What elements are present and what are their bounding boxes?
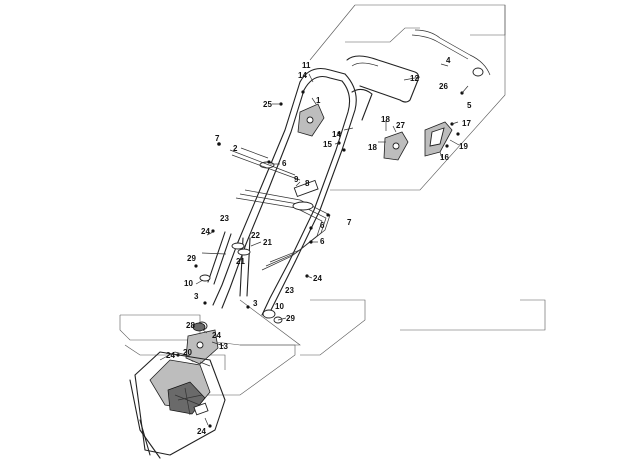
callout-16: 16 [440, 153, 449, 162]
callout-18: 18 [381, 115, 390, 124]
callout-29: 29 [187, 254, 196, 263]
callout-24: 24 [212, 331, 221, 340]
control-bar [346, 55, 420, 103]
callout-25: 25 [263, 100, 272, 109]
bracket-assembly-right [424, 121, 453, 157]
callout-15: 15 [323, 140, 332, 149]
callout-labels: 1 2 3 3 4 5 6 6 6 7 7 8 9 10 10 11 12 13… [166, 56, 472, 436]
callout-7: 7 [215, 134, 220, 143]
assembly-guide-lines [119, 4, 546, 396]
auger-housing [129, 351, 226, 459]
callout-23: 23 [285, 286, 294, 295]
callout-24: 24 [197, 427, 206, 436]
callout-24: 24 [166, 351, 175, 360]
callout-17: 17 [462, 119, 471, 128]
callout-22: 22 [251, 231, 260, 240]
chute-control-plate [185, 322, 219, 365]
callout-14: 14 [332, 130, 341, 139]
callout-28: 28 [186, 321, 195, 330]
callout-29: 29 [286, 314, 295, 323]
callout-5: 5 [467, 101, 472, 110]
callout-9: 9 [294, 175, 299, 184]
callout-24: 24 [201, 227, 210, 236]
cylinder-part [259, 161, 319, 211]
callout-21: 21 [263, 238, 272, 247]
callout-2: 2 [233, 144, 238, 153]
callout-3: 3 [194, 292, 199, 301]
callout-24: 24 [313, 274, 322, 283]
callout-1: 1 [316, 96, 321, 105]
callout-23: 23 [220, 214, 229, 223]
callout-19: 19 [459, 142, 468, 151]
callout-6: 6 [320, 237, 325, 246]
callout-10: 10 [184, 279, 193, 288]
callout-6: 6 [320, 221, 325, 230]
callout-8: 8 [305, 179, 310, 188]
callout-11: 11 [302, 61, 311, 70]
callout-14: 14 [298, 71, 307, 80]
callout-13: 13 [219, 342, 228, 351]
callout-3: 3 [253, 299, 258, 308]
bolt-dots [176, 90, 464, 428]
cable-bundle [235, 29, 491, 271]
callout-6: 6 [282, 159, 287, 168]
callout-12: 12 [410, 74, 419, 83]
callout-10: 10 [275, 302, 284, 311]
callout-20: 20 [183, 348, 192, 357]
bracket-assembly-center [383, 131, 409, 161]
leader-lines [195, 63, 469, 426]
callout-27: 27 [396, 121, 405, 130]
callout-18: 18 [368, 143, 377, 152]
callout-26: 26 [439, 82, 448, 91]
upper-pivot-block [297, 103, 325, 137]
callout-4: 4 [446, 56, 451, 65]
link-rod [229, 149, 301, 181]
callout-7: 7 [347, 218, 352, 227]
callout-21: 21 [236, 257, 245, 266]
